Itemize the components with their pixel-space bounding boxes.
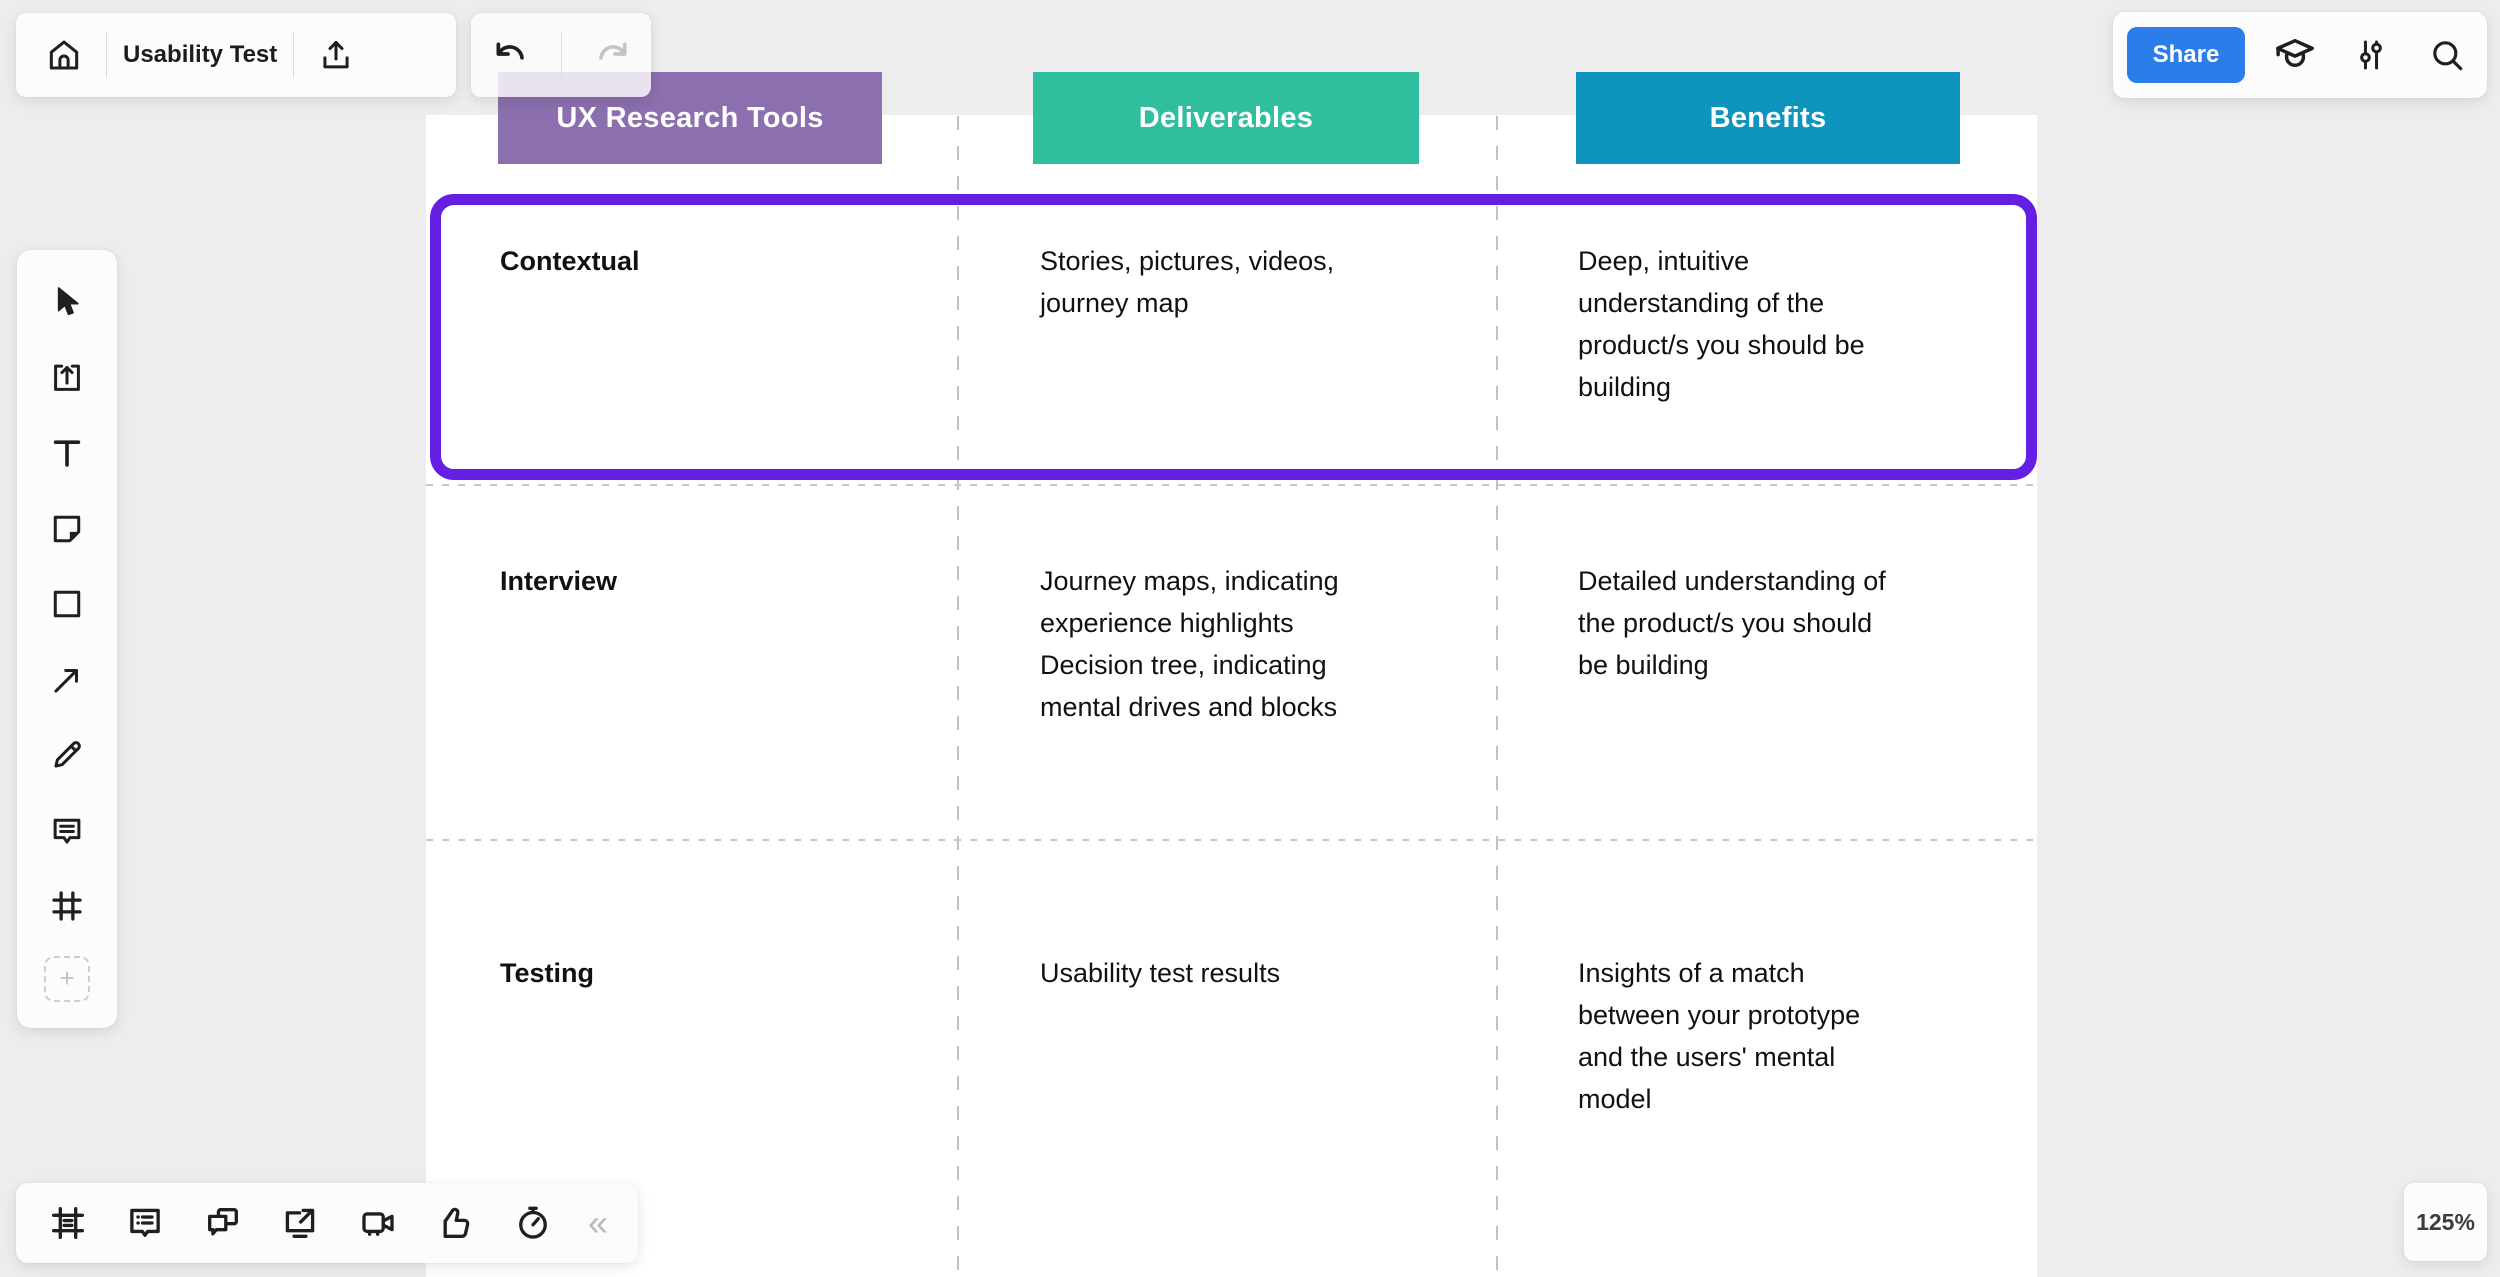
cell-row3-deliverables[interactable]: Usability test results: [1040, 958, 1281, 988]
more-tools-button[interactable]: +: [44, 955, 90, 1002]
undo-redo-toolbar: [471, 13, 651, 97]
learning-button[interactable]: [2269, 29, 2321, 81]
upload-tool-button[interactable]: [41, 352, 93, 404]
column-separator-2: [1496, 116, 1498, 1277]
pencil-icon: [48, 736, 86, 774]
column-header-label: UX Research Tools: [556, 101, 824, 134]
row-separator-1: [426, 484, 2037, 486]
chat-bubbles-icon: [202, 1202, 244, 1244]
pen-tool-button[interactable]: [41, 729, 93, 781]
export-icon: [317, 36, 355, 74]
row-separator-2: [426, 839, 2037, 841]
graduation-cap-icon: [2273, 33, 2317, 77]
zoom-level-label: 125%: [2416, 1208, 2475, 1235]
comment-icon: [48, 812, 86, 850]
column-header-label: Deliverables: [1138, 101, 1314, 134]
text-tool-button[interactable]: [41, 427, 93, 479]
board-title[interactable]: Usability Test: [123, 41, 278, 68]
plus-icon: +: [59, 963, 75, 994]
top-right-toolbar: Share: [2113, 12, 2487, 98]
redo-icon: [593, 35, 633, 75]
sticky-note-icon: [48, 510, 86, 548]
undo-icon: [490, 35, 530, 75]
share-button[interactable]: Share: [2127, 27, 2245, 83]
frames-panel-button[interactable]: [42, 1197, 94, 1249]
cell-row2-benefits[interactable]: Detailed understanding of the product/s …: [1578, 566, 1886, 680]
settings-button[interactable]: [2345, 29, 2397, 81]
arrow-icon: [48, 661, 86, 699]
notes-button[interactable]: [119, 1197, 171, 1249]
cell-row1-deliverables[interactable]: Stories, pictures, videos, journey map: [1040, 246, 1335, 318]
board-info-toolbar: Usability Test: [16, 13, 456, 97]
frame-icon: [48, 887, 86, 925]
select-tool-button[interactable]: [41, 276, 93, 328]
cell-row3-tool[interactable]: Testing: [500, 958, 594, 988]
cell-row2-tool[interactable]: Interview: [500, 566, 618, 596]
undo-button[interactable]: [484, 29, 536, 81]
collaboration-toolbar: «: [16, 1183, 638, 1263]
frame-tool-button[interactable]: [41, 880, 93, 932]
comment-tool-button[interactable]: [41, 805, 93, 857]
column-header-deliverables[interactable]: Deliverables: [1033, 72, 1419, 164]
cell-row1-benefits[interactable]: Deep, intuitive understanding of the pro…: [1578, 246, 1865, 402]
cell-row3-benefits[interactable]: Insights of a match between your prototy…: [1578, 958, 1861, 1114]
share-screen-icon: [279, 1202, 321, 1244]
chat-button[interactable]: [197, 1197, 249, 1249]
shape-tool-button[interactable]: [41, 578, 93, 630]
column-separator-1: [957, 116, 959, 1277]
toolbar-divider: [106, 32, 107, 78]
reactions-button[interactable]: [429, 1197, 481, 1249]
column-header-benefits[interactable]: Benefits: [1576, 72, 1960, 164]
present-button[interactable]: [274, 1197, 326, 1249]
toolbar-divider: [560, 32, 562, 78]
sticky-note-tool-button[interactable]: [41, 503, 93, 555]
thumbs-up-icon: [434, 1202, 476, 1244]
toolbar-divider: [293, 32, 295, 78]
zoom-indicator[interactable]: 125%: [2404, 1183, 2487, 1261]
redo-button[interactable]: [587, 29, 639, 81]
search-icon: [2427, 35, 2467, 75]
timer-icon: [512, 1202, 554, 1244]
home-button[interactable]: [38, 29, 90, 81]
square-icon: [48, 585, 86, 623]
board-canvas[interactable]: [426, 115, 2037, 1277]
creation-toolbar: +: [17, 250, 117, 1028]
text-icon: [48, 434, 86, 472]
collapse-toolbar-button[interactable]: «: [587, 1202, 608, 1243]
connector-tool-button[interactable]: [41, 654, 93, 706]
frames-panel-icon: [47, 1202, 89, 1244]
search-button[interactable]: [2421, 29, 2473, 81]
video-camera-icon: [357, 1202, 399, 1244]
upload-icon: [48, 359, 86, 397]
home-icon: [45, 36, 83, 74]
export-button[interactable]: [310, 29, 362, 81]
notes-bubble-icon: [124, 1202, 166, 1244]
cell-row1-tool[interactable]: Contextual: [500, 246, 640, 276]
sliders-icon: [2352, 36, 2390, 74]
selection-outline: [430, 194, 2037, 480]
column-header-label: Benefits: [1709, 101, 1827, 134]
cell-row2-deliverables[interactable]: Journey maps, indicating experience high…: [1040, 566, 1339, 722]
cursor-icon: [47, 282, 87, 322]
video-button[interactable]: [352, 1197, 404, 1249]
timer-button[interactable]: [507, 1197, 559, 1249]
